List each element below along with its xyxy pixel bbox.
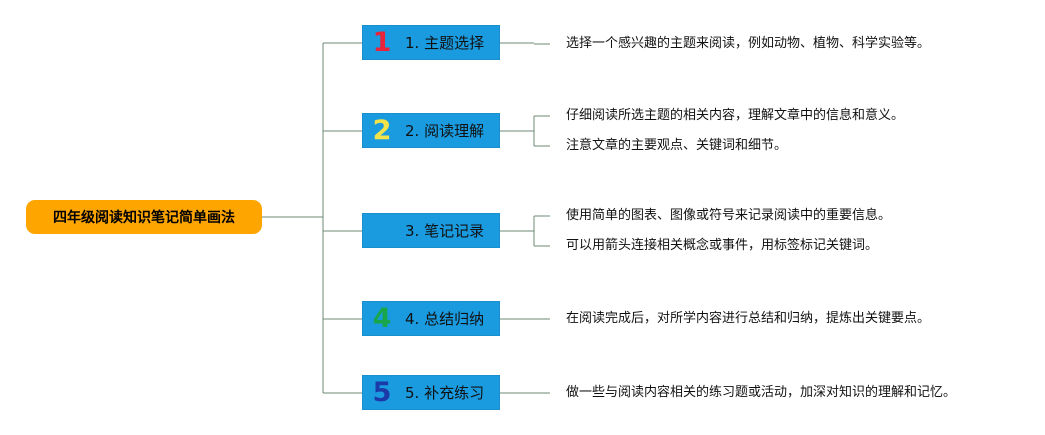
root-topic-label: 四年级阅读知识笔记简单画法 bbox=[53, 210, 235, 226]
number-2-icon: 2 bbox=[372, 115, 392, 146]
branch-label: 1. 主题选择 bbox=[405, 34, 485, 52]
number-5-icon: 5 bbox=[372, 377, 392, 408]
leaf-point: 做一些与阅读内容相关的练习题或活动，加深对知识的理解和记忆。 bbox=[566, 385, 957, 400]
leaf-point: 仔细阅读所选主题的相关内容，理解文章中的信息和意义。 bbox=[566, 108, 905, 123]
branch-note-taking[interactable]: 3 3. 笔记记录 bbox=[362, 213, 500, 248]
leaf-point: 选择一个感兴趣的主题来阅读，例如动物、植物、科学实验等。 bbox=[566, 36, 931, 51]
number-4-icon: 4 bbox=[372, 303, 392, 334]
branch-label: 3. 笔记记录 bbox=[405, 222, 485, 240]
leaf-point: 使用简单的图表、图像或符号来记录阅读中的重要信息。 bbox=[566, 208, 892, 223]
leaf-point: 注意文章的主要观点、关键词和细节。 bbox=[566, 138, 788, 153]
branch-topic-selection[interactable]: 1 1. 主题选择 bbox=[362, 25, 500, 60]
branch-reading-comprehension[interactable]: 2 2. 阅读理解 bbox=[362, 113, 500, 148]
leaf-point: 在阅读完成后，对所学内容进行总结和归纳，提炼出关键要点。 bbox=[566, 311, 931, 326]
number-1-icon: 1 bbox=[372, 27, 392, 58]
leaf-point: 可以用箭头连接相关概念或事件，用标签标记关键词。 bbox=[566, 238, 879, 253]
number-3-icon: 3 bbox=[372, 215, 392, 246]
branch-summary[interactable]: 4 4. 总结归纳 bbox=[362, 301, 500, 336]
root-topic[interactable]: 四年级阅读知识笔记简单画法 bbox=[26, 200, 262, 234]
branch-label: 5. 补充练习 bbox=[405, 384, 485, 402]
branch-practice[interactable]: 5 5. 补充练习 bbox=[362, 375, 500, 410]
branch-label: 2. 阅读理解 bbox=[405, 122, 485, 140]
branch-label: 4. 总结归纳 bbox=[405, 310, 485, 328]
